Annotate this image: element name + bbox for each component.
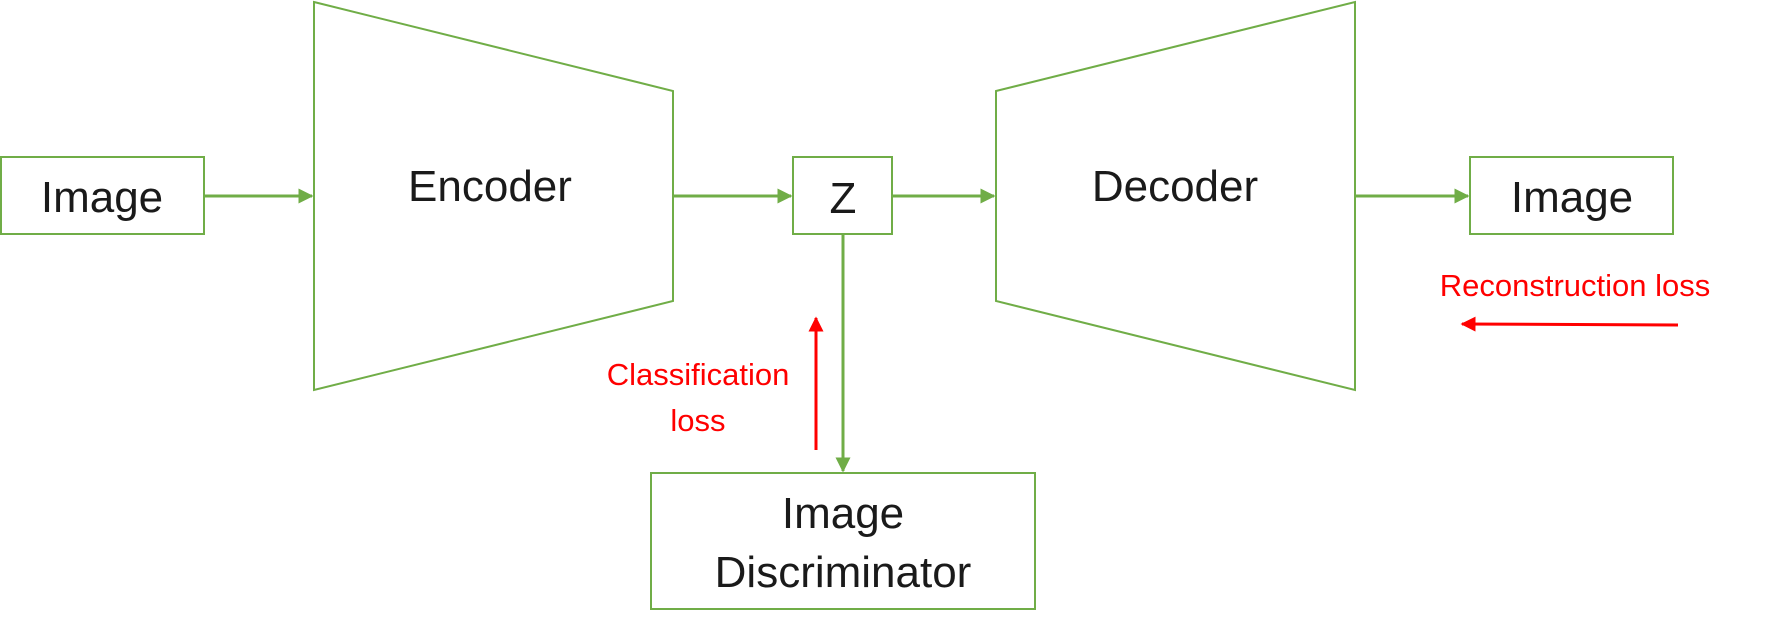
encoder-node: Encoder — [313, 0, 674, 392]
decoder-label: Decoder — [1092, 162, 1258, 211]
discriminator-node: Image Discriminator — [650, 472, 1036, 610]
latent-z-label: Z — [830, 174, 857, 223]
input-image-node: Image — [0, 156, 205, 235]
classification-loss-label-line1: Classification — [607, 357, 790, 392]
input-image-label: Image — [41, 173, 163, 222]
reconstruction-loss-arrow — [1460, 316, 1679, 332]
discriminator-label-line1: Image — [782, 489, 904, 538]
reconstruction-loss-label: Reconstruction loss — [1440, 268, 1711, 303]
output-image-node: Image — [1469, 156, 1674, 235]
decoder-node: Decoder — [995, 0, 1356, 392]
encoder-label: Encoder — [408, 162, 572, 211]
classification-loss-label-line2: loss — [670, 403, 725, 438]
latent-z-node: Z — [792, 156, 893, 235]
output-image-label: Image — [1511, 173, 1633, 222]
discriminator-label-line2: Discriminator — [715, 548, 972, 597]
